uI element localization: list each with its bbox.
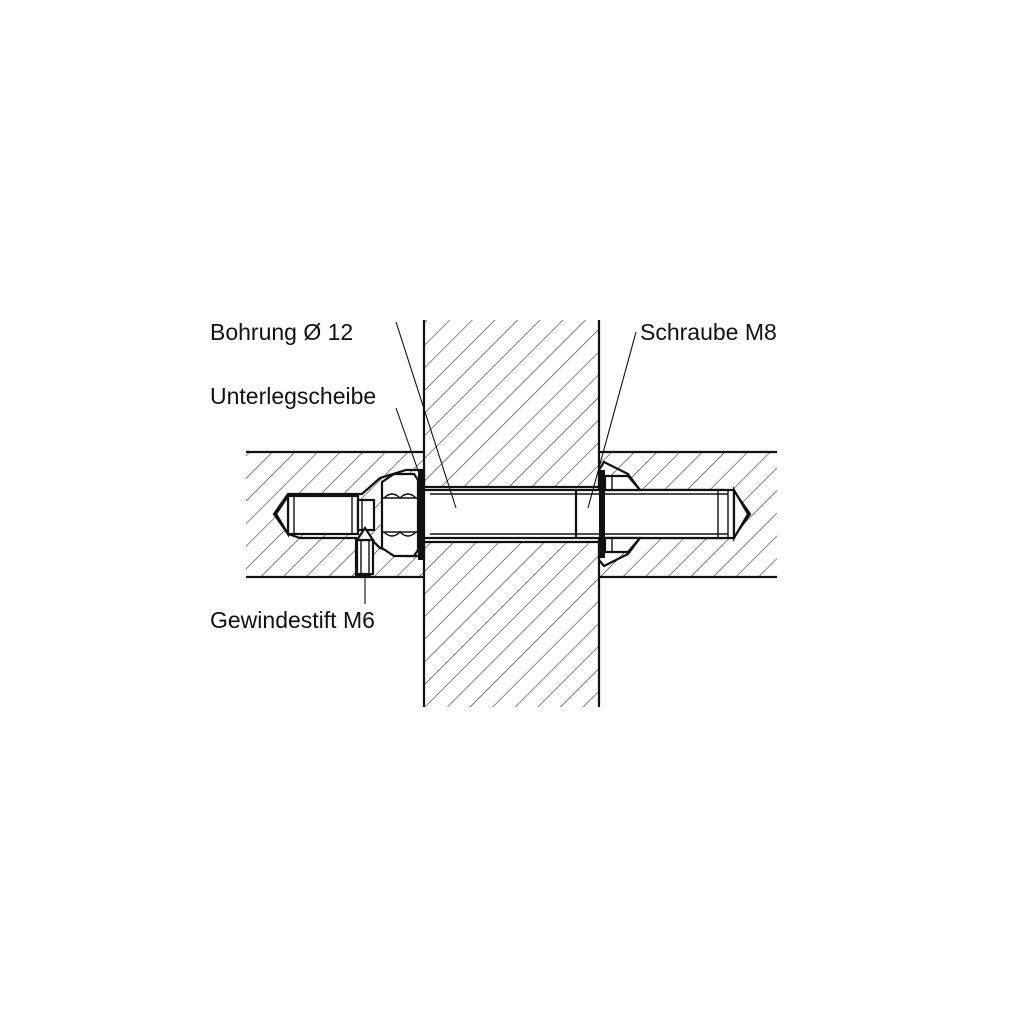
label-bohrung: Bohrung Ø 12: [210, 319, 353, 345]
bolt-shank: [422, 485, 750, 543]
label-unterlegscheibe: Unterlegscheibe: [210, 383, 376, 409]
label-schraube: Schraube M8: [640, 319, 777, 345]
leader-lines: [364, 321, 637, 604]
hex-nut-left: [380, 472, 420, 558]
hex-nut-right: [603, 474, 643, 554]
set-screw-m6: [274, 492, 376, 576]
washer-right: [599, 470, 605, 558]
label-gewindestift: Gewindestift M6: [210, 607, 375, 633]
washer-left: [418, 470, 424, 560]
